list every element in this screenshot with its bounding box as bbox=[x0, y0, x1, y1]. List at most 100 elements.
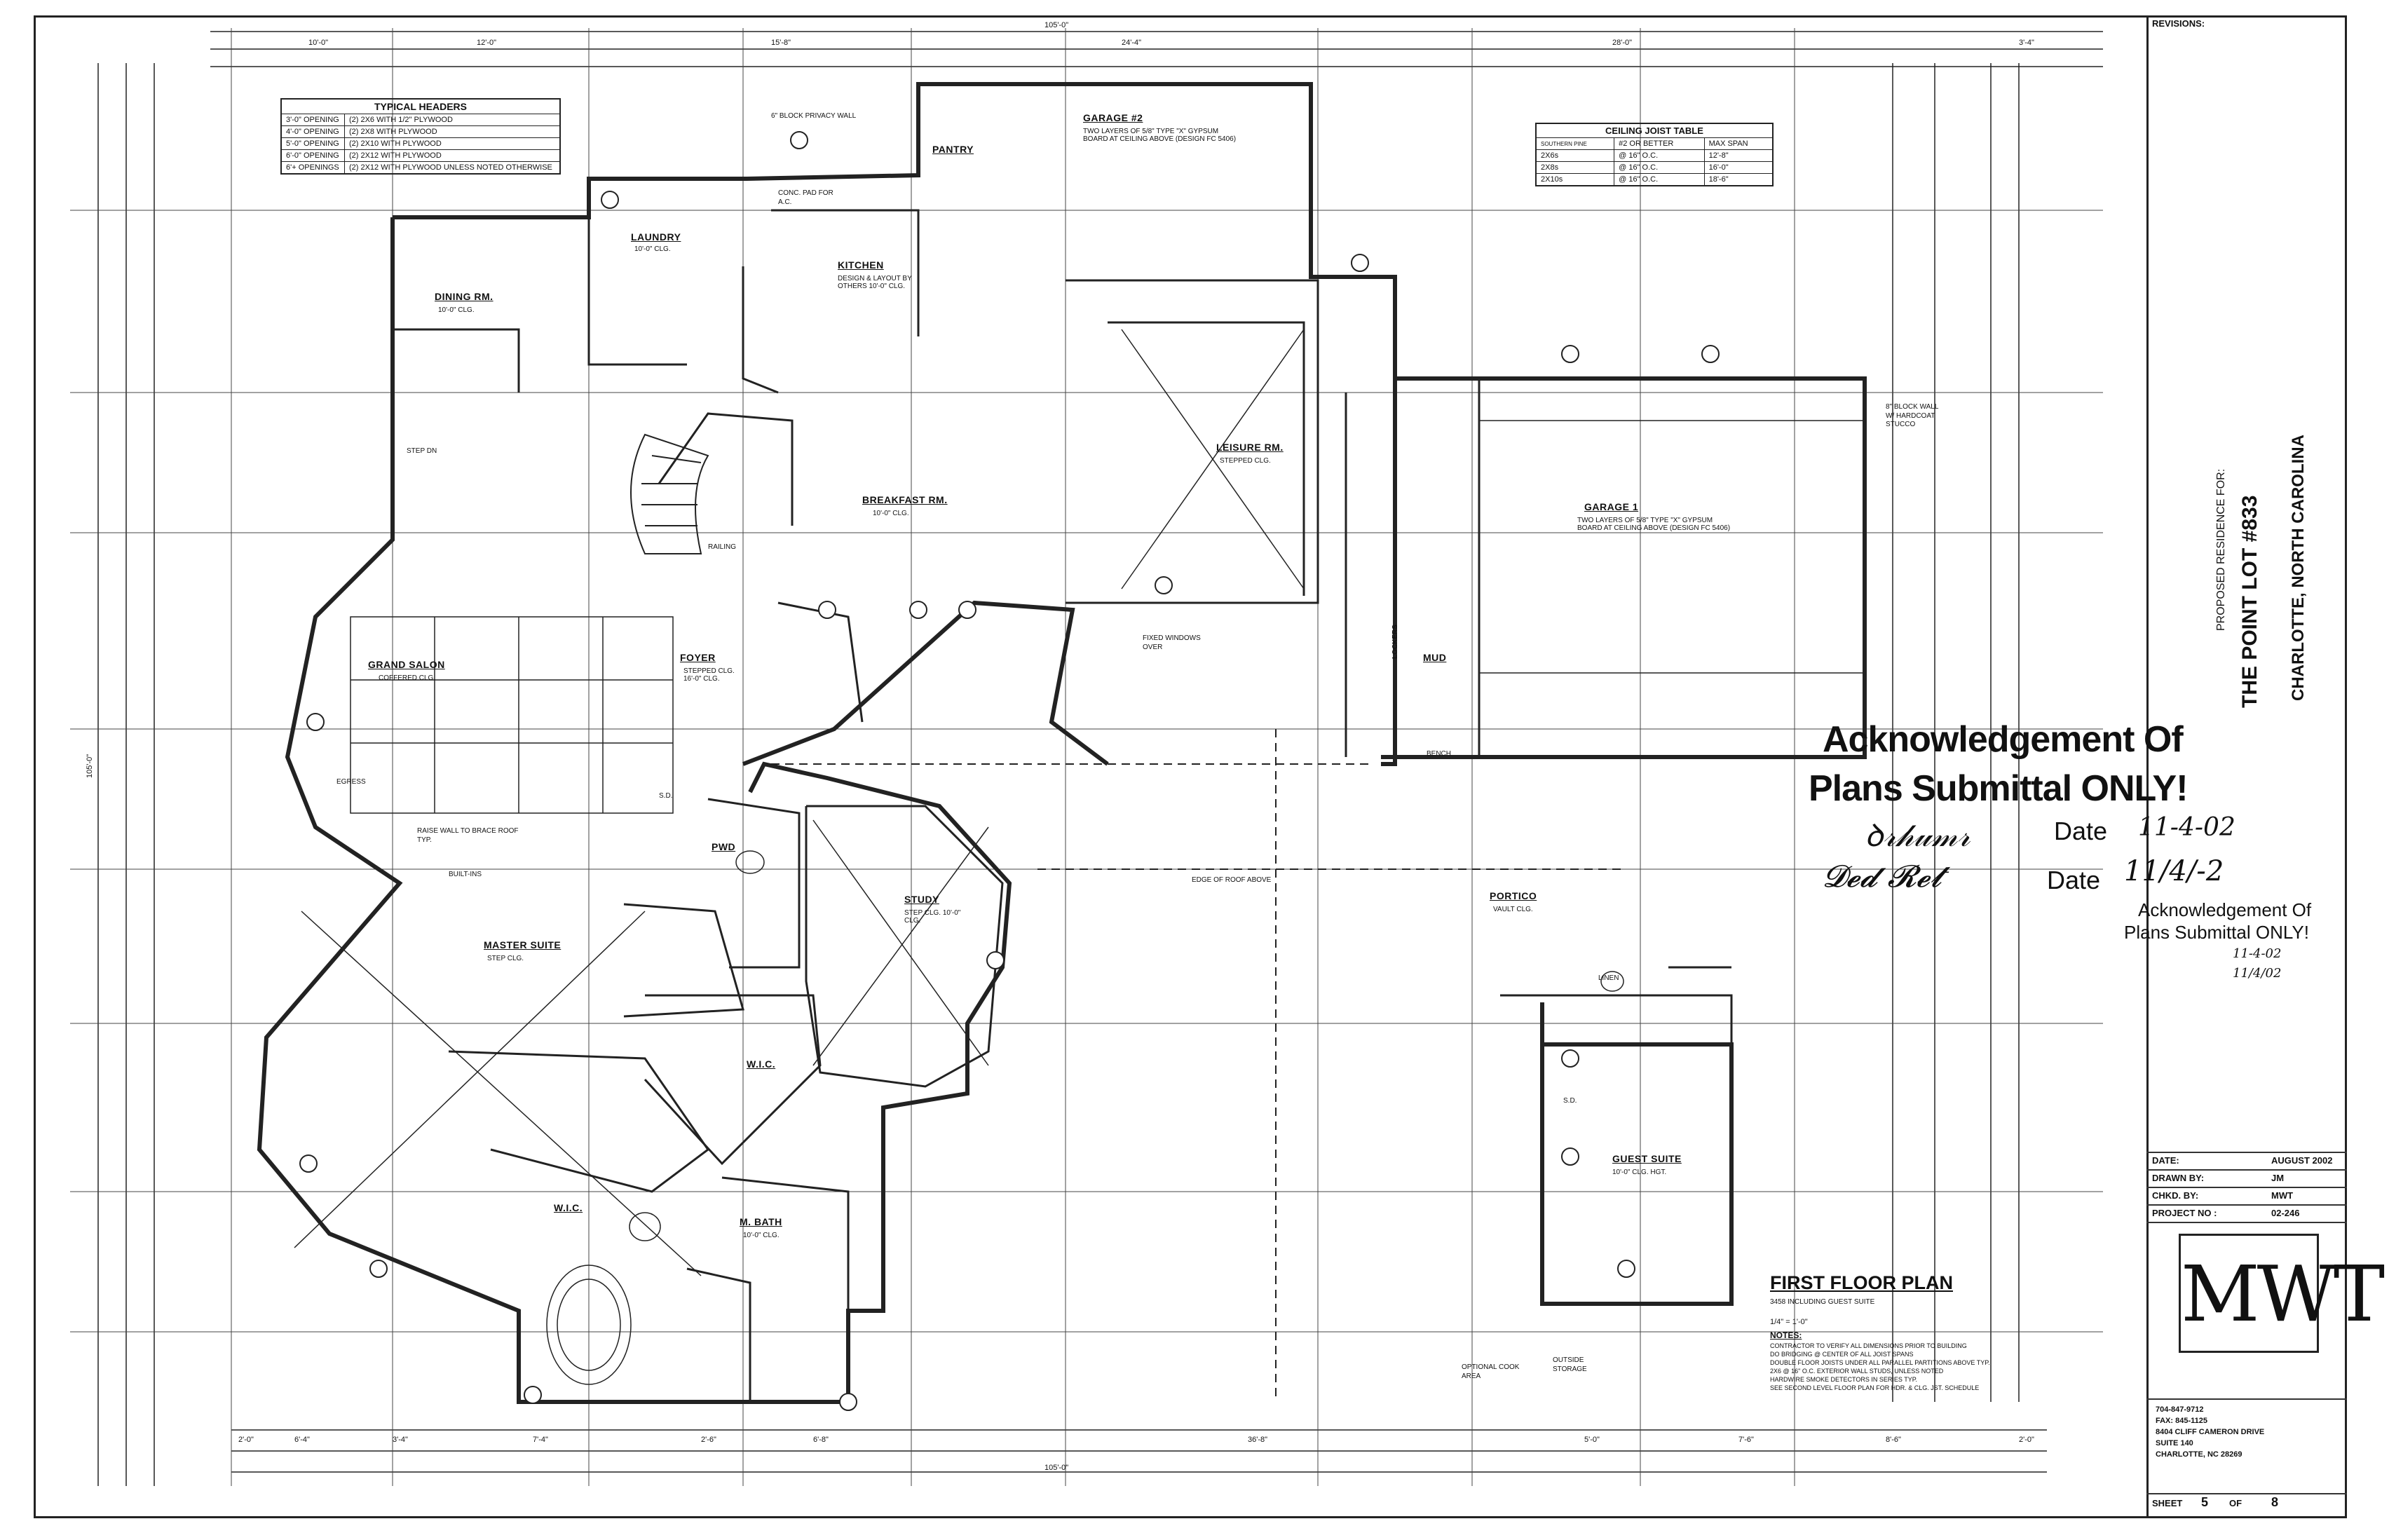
room-pwd: PWD bbox=[712, 841, 736, 852]
project-location: CHARLOTTE, NORTH CAROLINA bbox=[2289, 435, 2308, 701]
date-label: DATE: bbox=[2152, 1155, 2179, 1166]
dim-bottom-seg: 8'-6" bbox=[1886, 1436, 1901, 1444]
dim-bottom-seg: 5'-0" bbox=[1584, 1436, 1600, 1444]
tb-divider bbox=[2146, 1493, 2347, 1494]
mwt-logo: MWT bbox=[2179, 1234, 2385, 1353]
drawn-value: JM bbox=[2271, 1173, 2285, 1183]
stamp-date1: 11-4-02 bbox=[2138, 813, 2235, 842]
plan-note: CONTRACTOR TO VERIFY ALL DIMENSIONS PRIO… bbox=[1770, 1342, 1967, 1349]
project-no-value: 02-246 bbox=[2271, 1208, 2300, 1218]
room-garage-2-note: TWO LAYERS OF 5/8" TYPE "X" GYPSUM BOARD… bbox=[1083, 128, 1237, 143]
dim-bottom-seg: 6'-4" bbox=[294, 1436, 310, 1444]
joist-span: 16'-0" bbox=[1703, 161, 1774, 174]
joist-header: MAX SPAN bbox=[1703, 137, 1774, 150]
dim-top-seg: 15'-8" bbox=[771, 39, 791, 47]
room-master-suite: MASTER SUITE bbox=[484, 939, 561, 950]
dim-left-overall: 105'-0" bbox=[86, 754, 94, 778]
contact-line: FAX: 845-1125 bbox=[2156, 1417, 2207, 1425]
stamp-small-date2: 11/4/02 bbox=[2233, 966, 2282, 981]
header-row-opening: 6'-0" OPENING bbox=[280, 149, 345, 162]
plan-scale: 1/4" = 1'-0" bbox=[1770, 1318, 1808, 1326]
stamp-date-label: Date bbox=[2047, 866, 2101, 894]
title-block bbox=[2146, 15, 2347, 1518]
dim-bottom-seg: 7'-6" bbox=[1738, 1436, 1754, 1444]
note-optional-cook: OPTIONAL COOK AREA bbox=[1462, 1363, 1520, 1380]
plan-notes-label: NOTES: bbox=[1770, 1330, 1802, 1340]
note-lockers: LOCKERS bbox=[1391, 625, 1399, 659]
tb-divider bbox=[2146, 1204, 2347, 1206]
header-row-opening: 3'-0" OPENING bbox=[280, 114, 345, 126]
dim-bottom-seg: 2'-0" bbox=[2019, 1436, 2034, 1444]
note-step-dn: STEP DN bbox=[407, 447, 437, 455]
room-pantry: PANTRY bbox=[932, 144, 974, 155]
room-grand-salon: GRAND SALON bbox=[368, 659, 445, 670]
sheet-border bbox=[34, 15, 2347, 1518]
dim-bottom-seg: 6'-8" bbox=[813, 1436, 829, 1444]
plan-note: HARDWIRE SMOKE DETECTORS IN SERIES TYP. bbox=[1770, 1376, 1918, 1383]
joist-span: 18'-6" bbox=[1703, 173, 1774, 186]
note-fixed-windows: FIXED WINDOWS OVER bbox=[1143, 634, 1201, 651]
stamp-date2: 11/4/-2 bbox=[2124, 855, 2224, 887]
room-master-clg: STEP CLG. bbox=[487, 955, 524, 962]
contact-line: SUITE 140 bbox=[2156, 1439, 2193, 1447]
tb-divider bbox=[2146, 1187, 2347, 1188]
ceiling-joist-table: CEILING JOIST TABLE SOUTHERN PINE #2 OR … bbox=[1535, 123, 1774, 186]
stamp-line1: Acknowledgement Of bbox=[1823, 719, 2184, 760]
plan-title: FIRST FLOOR PLAN bbox=[1770, 1272, 1953, 1293]
note-smoke-detector: S.D. bbox=[659, 792, 673, 800]
signature-1-image: ꝺ𝓇𝒽𝓊𝓂𝓇 bbox=[1865, 818, 1971, 854]
tb-divider bbox=[2146, 1169, 2347, 1171]
project-name: THE POINT LOT #833 bbox=[2238, 495, 2261, 708]
room-leisure: LEISURE RM. bbox=[1216, 442, 1284, 453]
room-kitchen: KITCHEN bbox=[838, 259, 884, 271]
plan-note: 2X6 @ 16" O.C. EXTERIOR WALL STUDS, UNLE… bbox=[1770, 1368, 1944, 1375]
contact-line: 704-847-9712 bbox=[2156, 1405, 2204, 1414]
room-foyer-clg: STEPPED CLG. 16'-0" CLG. bbox=[683, 667, 735, 683]
joist-table-title: CEILING JOIST TABLE bbox=[1535, 123, 1774, 138]
header-row-spec: (2) 2X10 WITH PLYWOOD bbox=[343, 137, 561, 150]
joist-size: 2X6s bbox=[1535, 149, 1615, 162]
mwt-logo-text: MWT bbox=[2181, 1249, 2385, 1339]
dim-top-seg: 24'-4" bbox=[1122, 39, 1142, 47]
typical-headers-table: TYPICAL HEADERS 3'-0" OPENING(2) 2X6 WIT… bbox=[280, 98, 561, 175]
room-laundry-clg: 10'-0" CLG. bbox=[634, 245, 671, 253]
room-grand-salon-clg: COFFERED CLG. bbox=[379, 674, 436, 682]
joist-size: 2X10s bbox=[1535, 173, 1615, 186]
sheet-number: 5 bbox=[2201, 1495, 2209, 1509]
stamp-small-line2: Plans Submittal ONLY! bbox=[2124, 922, 2309, 943]
room-study: STUDY bbox=[904, 894, 939, 905]
header-row-spec: (2) 2X12 WITH PLYWOOD bbox=[343, 149, 561, 162]
tb-divider bbox=[2146, 1222, 2347, 1223]
room-breakfast: BREAKFAST RM. bbox=[862, 494, 948, 505]
joist-spacing: @ 16" O.C. bbox=[1614, 173, 1705, 186]
tb-divider bbox=[2146, 1398, 2347, 1400]
dim-top-seg: 3'-4" bbox=[2019, 39, 2034, 47]
plan-note: SEE SECOND LEVEL FLOOR PLAN FOR HDR. & C… bbox=[1770, 1384, 1980, 1391]
sheet-of: OF bbox=[2229, 1498, 2242, 1508]
project-no-label: PROJECT NO : bbox=[2152, 1208, 2217, 1218]
room-guest-clg: 10'-0" CLG. HGT. bbox=[1612, 1168, 1667, 1176]
plan-note: DOUBLE FLOOR JOISTS UNDER ALL PARALLEL P… bbox=[1770, 1359, 1990, 1366]
checked-value: MWT bbox=[2271, 1190, 2294, 1201]
sheet-total: 8 bbox=[2271, 1495, 2279, 1509]
plan-note: DO BRIDGING @ CENTER OF ALL JOIST SPANS bbox=[1770, 1351, 1914, 1358]
joist-header: SOUTHERN PINE bbox=[1535, 137, 1615, 150]
room-breakfast-clg: 10'-0" CLG. bbox=[873, 510, 909, 517]
note-block-wall: 8" BLOCK WALL W/ HARDCOAT STUCCO bbox=[1886, 403, 1939, 428]
note-linen: LINEN bbox=[1598, 974, 1619, 982]
room-kitchen-clg: DESIGN & LAYOUT BY OTHERS 10'-0" CLG. bbox=[838, 275, 912, 290]
header-row-opening: 5'-0" OPENING bbox=[280, 137, 345, 150]
tb-divider bbox=[2146, 1152, 2347, 1153]
contact-line: 8404 CLIFF CAMERON DRIVE bbox=[2156, 1428, 2265, 1436]
dim-bottom-overall: 105'-0" bbox=[1044, 1464, 1069, 1472]
room-dining: DINING RM. bbox=[435, 291, 494, 302]
room-guest-suite: GUEST SUITE bbox=[1612, 1153, 1682, 1164]
stamp-small-date1: 11-4-02 bbox=[2233, 946, 2282, 961]
joist-size: 2X8s bbox=[1535, 161, 1615, 174]
room-garage-1-note: TWO LAYERS OF 5/8" TYPE "X" GYPSUM BOARD… bbox=[1577, 517, 1731, 532]
signature-2-image: 𝓓𝓮𝓭 𝓡𝓮𝓽 bbox=[1823, 859, 1942, 894]
dim-top-overall: 105'-0" bbox=[1044, 21, 1069, 29]
joist-header: #2 OR BETTER bbox=[1614, 137, 1705, 150]
room-laundry: LAUNDRY bbox=[631, 231, 681, 243]
